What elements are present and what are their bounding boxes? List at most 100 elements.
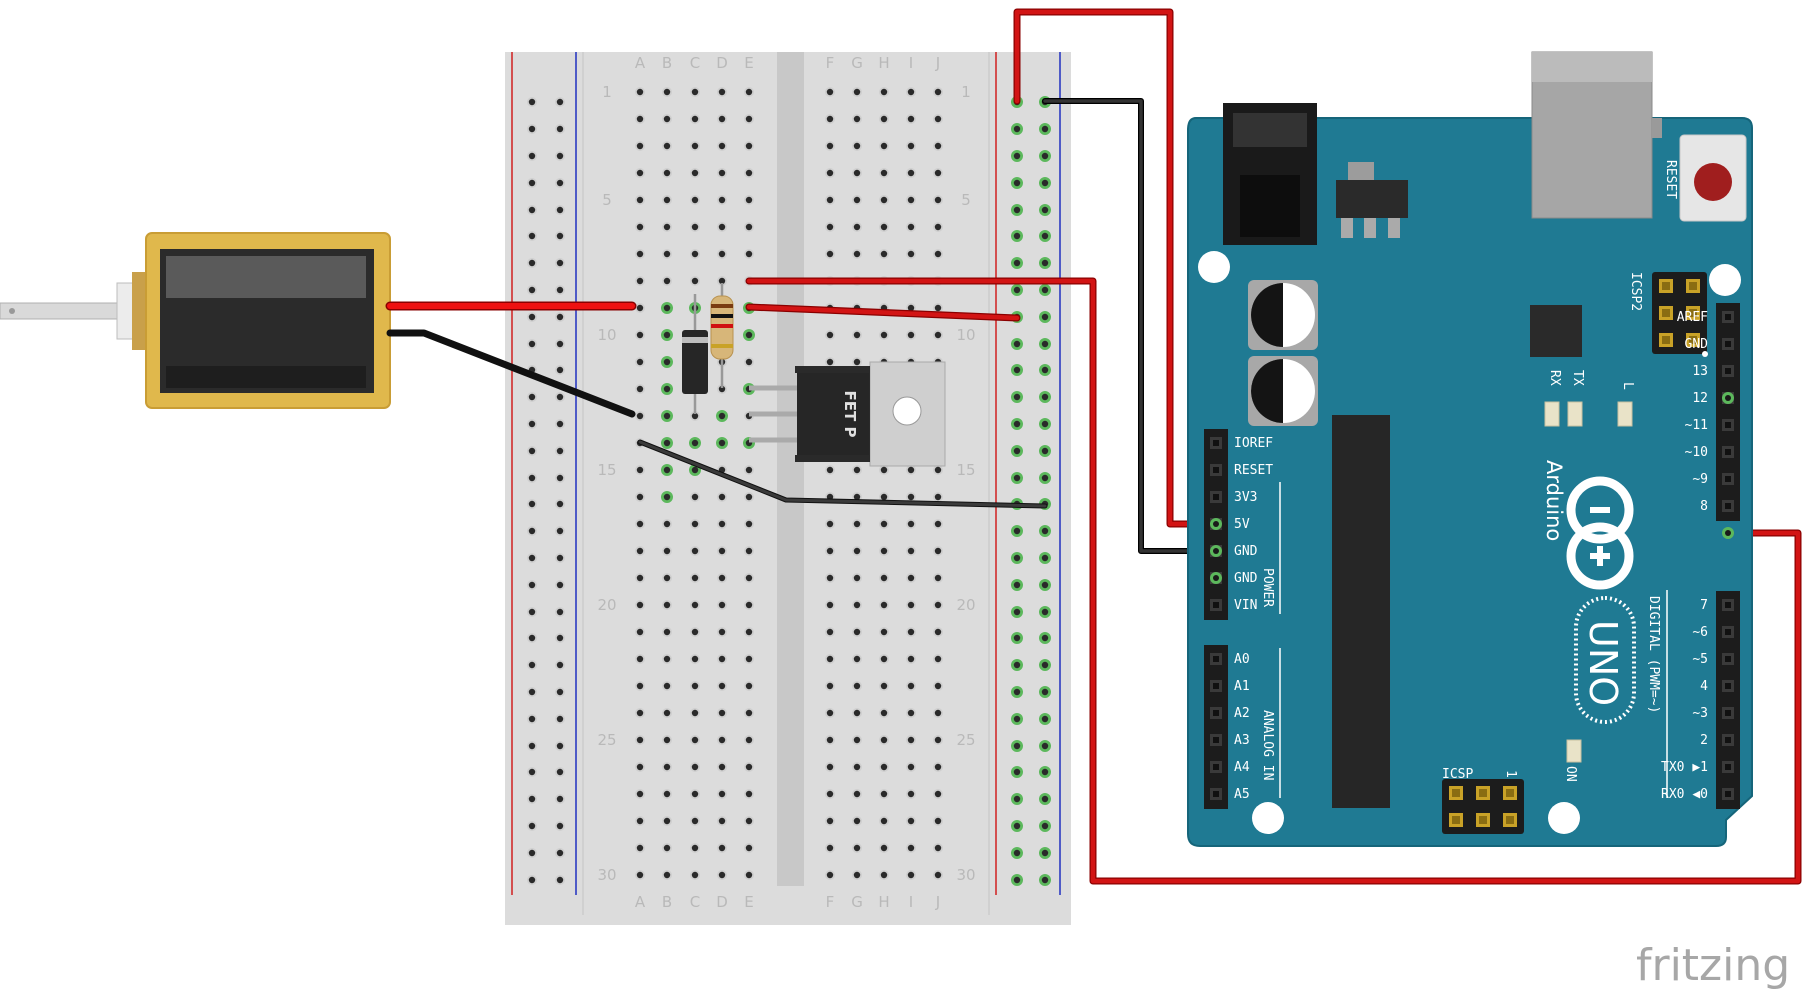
bb-hole	[745, 871, 753, 879]
bb-hole	[663, 169, 671, 177]
arduino-model: UNO	[1581, 620, 1625, 706]
bb-hole	[636, 358, 644, 366]
bb-rail-hole	[556, 768, 564, 776]
bb-hole	[826, 331, 834, 339]
bb-hole	[745, 520, 753, 528]
bb-rail-hole	[528, 608, 536, 616]
reset-label: RESET	[1663, 160, 1678, 199]
bb-hole	[691, 682, 699, 690]
bb-hole	[636, 844, 644, 852]
rx-led-label: RX	[1547, 370, 1562, 386]
bb-hole	[826, 655, 834, 663]
header-pin-label: TX0 ▶1	[1661, 760, 1708, 775]
solenoid-plunger-hole	[9, 308, 15, 314]
icsp-pin-core	[1452, 789, 1460, 797]
bb-hole	[745, 331, 753, 339]
breadboard-center-channel	[777, 52, 804, 886]
bb-hole	[826, 142, 834, 150]
header-pin-socket	[1725, 602, 1731, 608]
bb-row-number: 30	[956, 866, 975, 884]
bb-rail-hole	[1041, 849, 1049, 857]
bb-hole	[880, 169, 888, 177]
bb-hole	[826, 547, 834, 555]
bb-rail-hole	[528, 474, 536, 482]
header-pin-socket	[1213, 440, 1219, 446]
bb-hole	[636, 628, 644, 636]
bb-rail-hole	[1041, 554, 1049, 562]
bb-hole	[691, 709, 699, 717]
bb-rail-hole	[1013, 742, 1021, 750]
bb-row-number: 10	[597, 326, 616, 344]
bb-rail-hole	[528, 500, 536, 508]
bb-hole	[718, 196, 726, 204]
bb-hole	[826, 817, 834, 825]
bb-hole	[663, 817, 671, 825]
bb-rail-hole	[1013, 822, 1021, 830]
icsp-pin-core	[1479, 789, 1487, 797]
bb-hole	[691, 871, 699, 879]
bb-hole	[663, 250, 671, 258]
bb-hole	[880, 709, 888, 717]
bb-hole	[880, 601, 888, 609]
bb-hole	[718, 223, 726, 231]
bb-hole	[663, 709, 671, 717]
bb-hole	[718, 547, 726, 555]
regulator-pin-3	[1388, 218, 1400, 238]
bb-hole	[934, 574, 942, 582]
bb-hole	[663, 88, 671, 96]
bb-rail-hole	[556, 232, 564, 240]
header-pin-label: 4	[1700, 679, 1708, 694]
bb-hole	[663, 493, 671, 501]
header-pin-socket	[1213, 467, 1219, 473]
bb-row-number: 10	[956, 326, 975, 344]
icsp2-label: ICSP2	[1628, 272, 1643, 311]
bb-hole	[663, 790, 671, 798]
wire-red-pin9	[746, 278, 1801, 884]
bb-rail-hole	[556, 259, 564, 267]
bb-hole	[853, 763, 861, 771]
bb-hole	[826, 601, 834, 609]
power-group-label: POWER	[1260, 568, 1275, 607]
bb-hole	[853, 250, 861, 258]
header-pin-connected-core	[1213, 548, 1219, 554]
bb-hole	[691, 250, 699, 258]
tx-led	[1567, 401, 1583, 427]
bb-hole	[636, 655, 644, 663]
header-pin-label: 2	[1700, 733, 1708, 748]
bb-row-number: 15	[597, 461, 616, 479]
bb-rail-hole	[528, 768, 536, 776]
bb-hole	[745, 493, 753, 501]
bb-hole	[745, 844, 753, 852]
header-pin-socket	[1725, 683, 1731, 689]
bb-column-label: E	[744, 893, 753, 911]
bb-hole	[691, 790, 699, 798]
bb-rail-hole	[1013, 581, 1021, 589]
bb-hole	[853, 196, 861, 204]
bb-hole	[636, 142, 644, 150]
bb-hole	[934, 223, 942, 231]
header-pin-connected-core	[1725, 395, 1731, 401]
bb-hole	[826, 871, 834, 879]
bb-column-label: J	[935, 893, 940, 911]
bb-hole	[907, 169, 915, 177]
bb-hole	[934, 331, 942, 339]
bb-rail-hole	[1041, 447, 1049, 455]
bb-hole	[853, 682, 861, 690]
bb-column-label: C	[690, 54, 700, 72]
mount-hole-1	[1198, 251, 1230, 283]
bb-column-label: A	[635, 54, 646, 72]
bb-rail-hole	[528, 313, 536, 321]
bb-hole	[934, 547, 942, 555]
icsp-pin-core	[1479, 816, 1487, 824]
bb-row-number: 20	[597, 596, 616, 614]
header-pin-socket	[1725, 656, 1731, 662]
icsp2-pin-core	[1689, 282, 1697, 290]
regulator-pin-2	[1364, 218, 1376, 238]
bb-hole	[718, 790, 726, 798]
bb-rail-hole	[528, 179, 536, 187]
icsp2-pin-core	[1662, 336, 1670, 344]
bb-hole	[880, 844, 888, 852]
bb-hole	[907, 115, 915, 123]
header-pin-label: A2	[1234, 706, 1250, 721]
